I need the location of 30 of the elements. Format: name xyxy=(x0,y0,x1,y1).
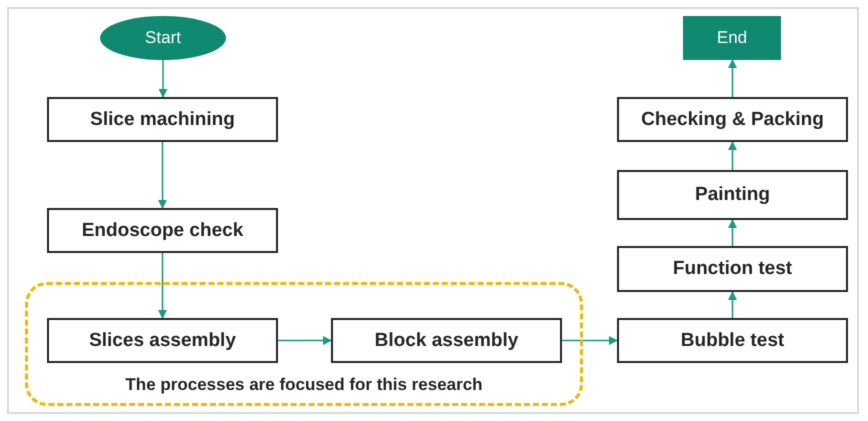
process-box xyxy=(617,97,848,142)
process-box xyxy=(617,246,848,292)
process-box xyxy=(617,318,848,363)
focus-region xyxy=(25,282,583,406)
node-label: Endoscope check xyxy=(82,220,244,242)
node-label: Start xyxy=(145,28,181,48)
arrow xyxy=(278,336,332,345)
arrow xyxy=(158,142,167,209)
node-label: Bubble test xyxy=(680,330,784,352)
node-label: Slices assembly xyxy=(89,330,236,352)
arrow xyxy=(728,59,737,97)
process-box xyxy=(47,208,278,253)
arrow xyxy=(728,219,737,246)
arrow xyxy=(158,253,167,319)
arrow xyxy=(728,141,737,170)
process-box xyxy=(617,170,848,220)
arrow xyxy=(728,291,737,318)
process-box xyxy=(331,318,562,363)
node-label: Slice machining xyxy=(90,108,235,130)
arrow xyxy=(562,336,618,345)
end-terminal xyxy=(683,16,781,60)
node-label: Painting xyxy=(695,184,770,206)
arrow xyxy=(158,60,168,98)
process-box xyxy=(47,318,278,363)
node-label: Checking & Packing xyxy=(641,108,824,130)
node-label: Function test xyxy=(672,258,792,280)
region-caption: The processes are focused for this research xyxy=(125,375,483,395)
node-label: End xyxy=(716,28,748,48)
node-label: Block assembly xyxy=(374,330,518,352)
process-box xyxy=(47,97,278,142)
